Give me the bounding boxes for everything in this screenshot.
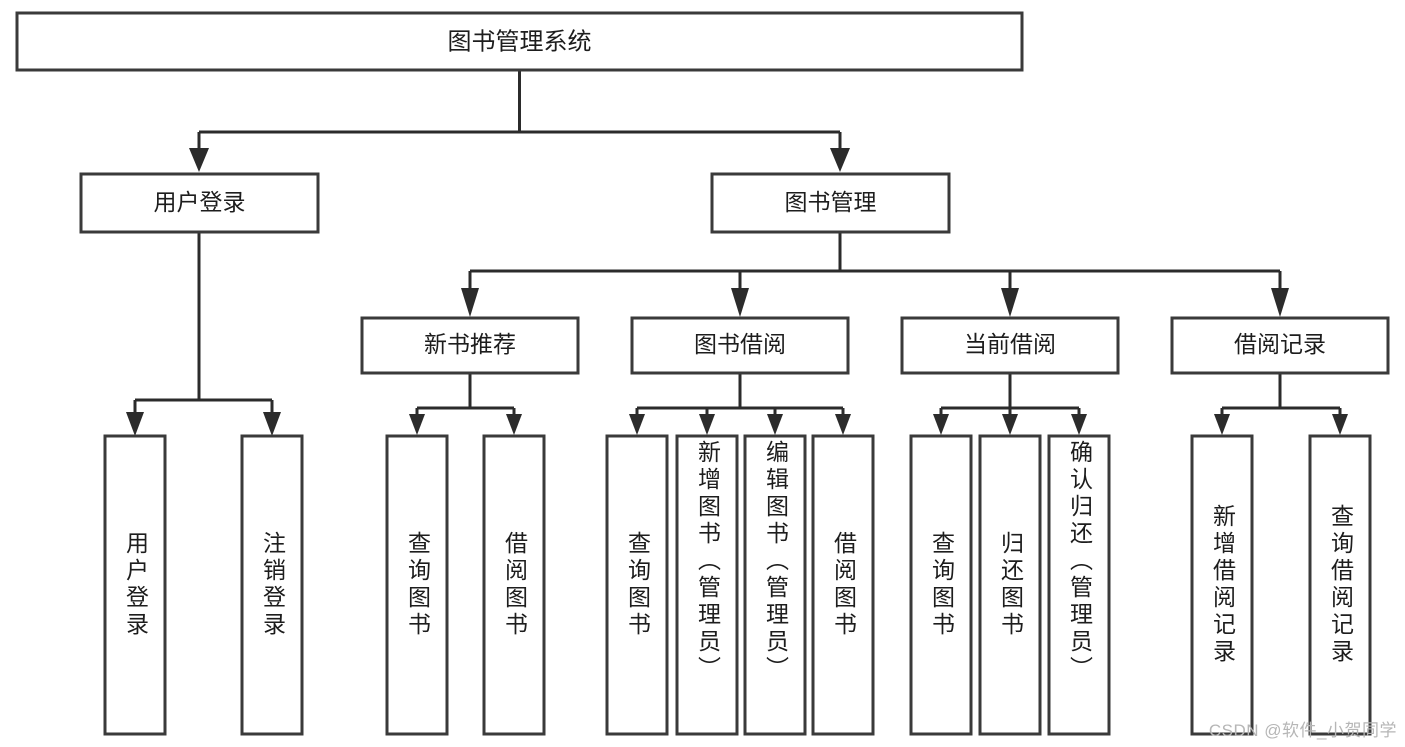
leaf-box-user-login-1[interactable] — [103, 434, 167, 736]
node-new-book-recommend[interactable]: 新书推荐 — [360, 316, 580, 375]
node-current-borrow[interactable]: 当前借阅 — [900, 316, 1120, 375]
leaf-box-borrowrecord-2[interactable] — [1308, 434, 1372, 736]
arrowhead-ul-leaf2 — [263, 412, 281, 436]
arrowhead-bb-leaf4 — [835, 414, 851, 435]
leaf-box-bookborrow-3[interactable] — [743, 434, 807, 736]
leaf-box-newbook-1[interactable] — [385, 434, 449, 736]
leaf-boxes-user-login — [103, 434, 304, 736]
connectors-user-login-to-leaves — [126, 232, 281, 436]
leaf-box-bookborrow-2[interactable] — [675, 434, 739, 736]
connectors-currentborrow-to-leaves — [933, 373, 1087, 435]
book-borrow-box[interactable] — [630, 316, 850, 375]
connectors-borrowrecord-to-leaves — [1214, 373, 1348, 435]
borrow-record-box[interactable] — [1170, 316, 1390, 375]
current-borrow-label: 当前借阅 — [964, 331, 1056, 357]
leaf-box-user-login-2[interactable] — [240, 434, 304, 736]
borrow-record-label: 借阅记录 — [1234, 331, 1326, 357]
user-login-label: 用户登录 — [154, 189, 246, 215]
node-user-login[interactable]: 用户登录 — [79, 172, 320, 234]
connectors-newbook-to-leaves — [409, 373, 522, 435]
arrowhead-bm-c2 — [731, 288, 749, 317]
root-box[interactable] — [15, 11, 1024, 72]
arrowhead-cb-leaf2 — [1002, 414, 1018, 435]
leaf-box-newbook-2[interactable] — [482, 434, 546, 736]
leaf-box-bookborrow-1[interactable] — [605, 434, 669, 736]
node-book-management[interactable]: 图书管理 — [710, 172, 951, 234]
node-borrow-record[interactable]: 借阅记录 — [1170, 316, 1390, 375]
arrowhead-ul-leaf1 — [126, 412, 144, 436]
arrowhead-bb-leaf2 — [699, 414, 715, 435]
arrowhead-user-login — [189, 148, 209, 172]
arrowhead-nb-leaf1 — [409, 414, 425, 435]
book-management-label: 图书管理 — [785, 189, 877, 215]
arrowhead-bm-c4 — [1271, 288, 1289, 317]
arrowhead-cb-leaf1 — [933, 414, 949, 435]
new-book-recommend-box[interactable] — [360, 316, 580, 375]
leaf-boxes-book-borrow — [605, 434, 875, 736]
connectors-bookborrow-to-leaves — [629, 373, 851, 435]
arrowhead-br-leaf2 — [1332, 414, 1348, 435]
node-root[interactable]: 图书管理系统 — [15, 11, 1024, 72]
csdn-watermark: CSDN @软件_小贺同学 — [1208, 721, 1397, 740]
arrowhead-bm-c3 — [1001, 288, 1019, 317]
connectors-book-mgmt-to-level2 — [461, 232, 1289, 317]
node-book-borrow[interactable]: 图书借阅 — [630, 316, 850, 375]
leaf-boxes-new-book-recommend — [385, 434, 546, 736]
arrowhead-bm-c1 — [461, 288, 479, 317]
current-borrow-box[interactable] — [900, 316, 1120, 375]
arrowhead-bb-leaf3 — [767, 414, 783, 435]
arrowhead-nb-leaf2 — [506, 414, 522, 435]
leaf-box-currentborrow-3[interactable] — [1047, 434, 1111, 736]
leaf-box-borrowrecord-1[interactable] — [1190, 434, 1254, 736]
user-login-box[interactable] — [79, 172, 320, 234]
arrowhead-book-mgmt — [830, 148, 850, 172]
leaf-box-bookborrow-4[interactable] — [811, 434, 875, 736]
book-borrow-label: 图书借阅 — [694, 331, 786, 357]
connectors-root-to-level1 — [189, 70, 850, 172]
arrowhead-bb-leaf1 — [629, 414, 645, 435]
leaf-boxes-current-borrow — [909, 434, 1111, 736]
book-management-box[interactable] — [710, 172, 951, 234]
new-book-recommend-label: 新书推荐 — [424, 331, 516, 357]
leaf-box-currentborrow-2[interactable] — [978, 434, 1042, 736]
leaf-boxes-borrow-record — [1190, 434, 1372, 736]
root-label: 图书管理系统 — [448, 28, 592, 55]
leaf-box-currentborrow-1[interactable] — [909, 434, 973, 736]
arrowhead-cb-leaf3 — [1071, 414, 1087, 435]
arrowhead-br-leaf1 — [1214, 414, 1230, 435]
